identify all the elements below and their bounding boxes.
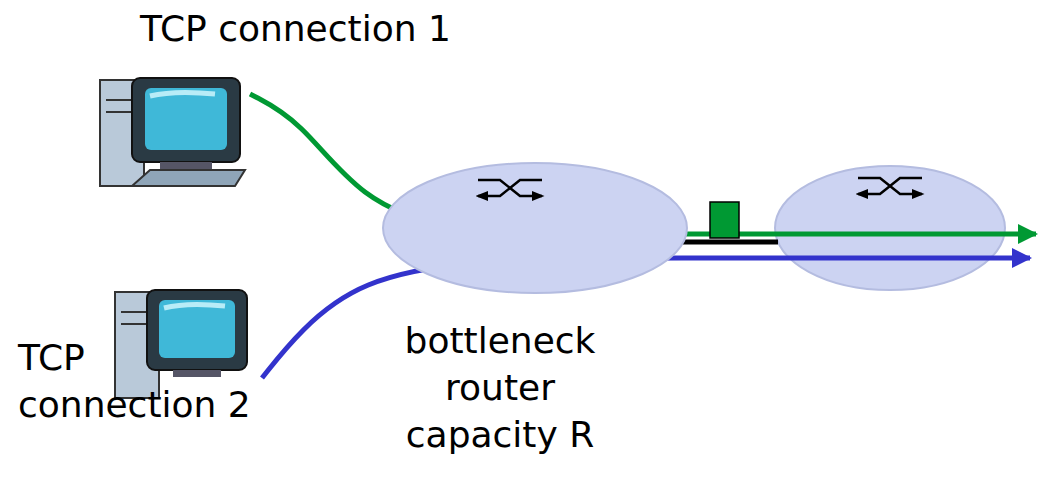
packet [710,202,739,238]
computer-icon [100,78,245,186]
connection-label: TCP connection 1 [140,6,451,53]
router-symbol [380,160,690,296]
connection-label: TCP connection 2 [18,335,268,429]
router-arrow [478,180,542,196]
router-outline [383,163,687,293]
router-symbol [775,166,1005,290]
router-arrow [478,180,542,196]
computer-icon [115,290,247,398]
router-caption: bottleneck router capacity R [395,318,605,458]
flow-line [262,258,1030,378]
router-node: bottleneck router capacity R [380,160,690,461]
